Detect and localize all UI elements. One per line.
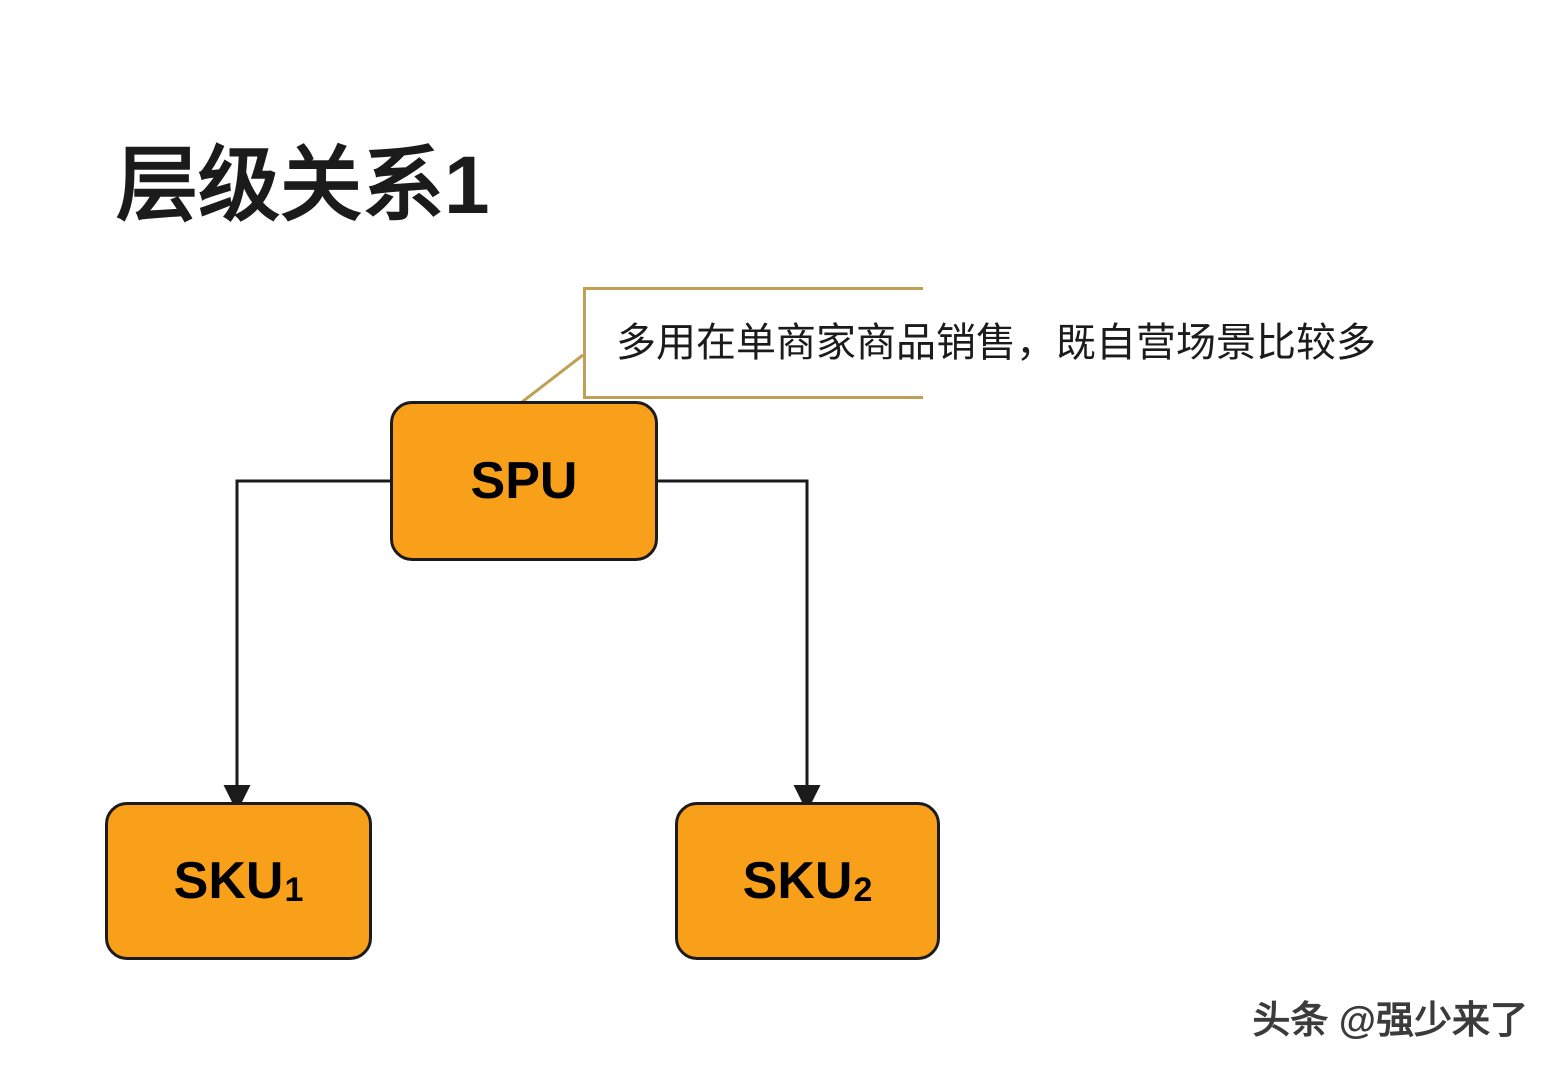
callout-border-top bbox=[583, 287, 923, 290]
page-title: 层级关系1 bbox=[116, 140, 490, 231]
node-spu[interactable]: SPU bbox=[390, 401, 658, 561]
callout-box: 多用在单商家商品销售，既自营场景比较多 bbox=[583, 287, 1453, 399]
callout-border-left bbox=[583, 287, 586, 399]
node-sku2-label: SKU bbox=[742, 852, 853, 910]
node-sku2-subscript: 2 bbox=[853, 870, 873, 909]
callout-text: 多用在单商家商品销售，既自营场景比较多 bbox=[616, 321, 1376, 365]
node-sku1-label: SKU bbox=[173, 852, 284, 910]
callout-border-bottom bbox=[583, 396, 923, 399]
watermark: 头条 @强少来了 bbox=[1252, 1000, 1528, 1042]
node-spu-label: SPU bbox=[470, 452, 578, 510]
node-sku1-subscript: 1 bbox=[284, 870, 304, 909]
